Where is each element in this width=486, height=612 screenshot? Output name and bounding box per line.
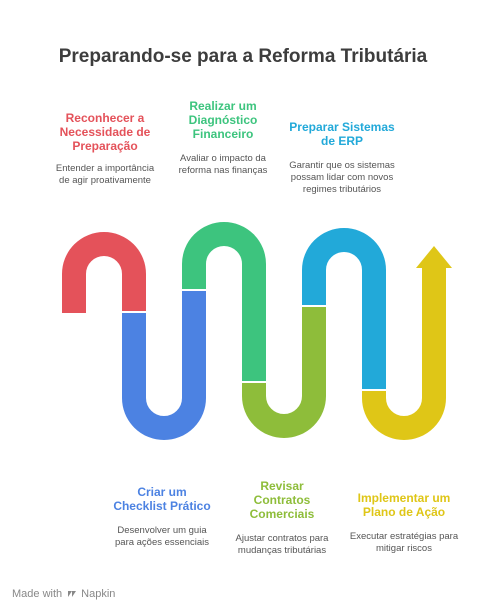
step-contracts: Revisar Contratos Comerciais Ajustar con… xyxy=(232,479,332,557)
made-with-label: Made with xyxy=(12,588,63,600)
step-checklist-title: Criar um Checklist Prático xyxy=(113,485,211,513)
step-diagnostic-title: Realizar um Diagnóstico Financeiro xyxy=(188,99,258,141)
step-erp-description: Garantir que os sistemas possam lidar co… xyxy=(289,160,395,195)
step-action-plan: Implementar um Plano de Ação Executar es… xyxy=(348,491,460,555)
arrow-head-icon xyxy=(416,246,452,268)
napkin-brand: Napkin xyxy=(66,588,115,600)
step-contracts-title: Revisar Contratos Comerciais xyxy=(249,479,315,521)
step-action-plan-title: Implementar um Plano de Ação xyxy=(357,491,451,519)
step-action-plan-description: Executar estratégias para mitigar riscos xyxy=(349,531,459,554)
page-title: Preparando-se para a Reforma Tributária xyxy=(58,46,428,67)
step-contracts-description: Ajustar contratos para mudanças tributár… xyxy=(235,533,329,556)
step-recognize-description: Entender a importância de agir proativam… xyxy=(55,163,155,186)
step-erp: Preparar Sistemas de ERP Garantir que os… xyxy=(282,120,402,196)
napkin-logo-icon xyxy=(68,591,77,597)
segment-5-erp xyxy=(302,228,386,390)
step-diagnostic: Realizar um Diagnóstico Financeiro Avali… xyxy=(168,99,278,177)
step-diagnostic-description: Avaliar o impacto da reforma nas finança… xyxy=(178,153,268,176)
segment-6-action-plan xyxy=(362,268,446,440)
segment-2-checklist xyxy=(122,290,206,440)
segment-4-contracts xyxy=(242,306,326,438)
napkin-brand-label: Napkin xyxy=(81,588,116,600)
step-erp-title: Preparar Sistemas de ERP xyxy=(289,120,395,148)
step-checklist: Criar um Checklist Prático Desenvolver u… xyxy=(112,485,212,549)
segment-1-recognize xyxy=(62,232,146,313)
step-recognize: Reconhecer a Necessidade de Preparação E… xyxy=(50,111,160,187)
step-checklist-description: Desenvolver um guia para ações essenciai… xyxy=(115,525,209,548)
step-recognize-title: Reconhecer a Necessidade de Preparação xyxy=(59,111,151,153)
segment-3-diagnostic xyxy=(182,222,266,382)
made-with-footer[interactable]: Made with Napkin xyxy=(12,588,115,600)
